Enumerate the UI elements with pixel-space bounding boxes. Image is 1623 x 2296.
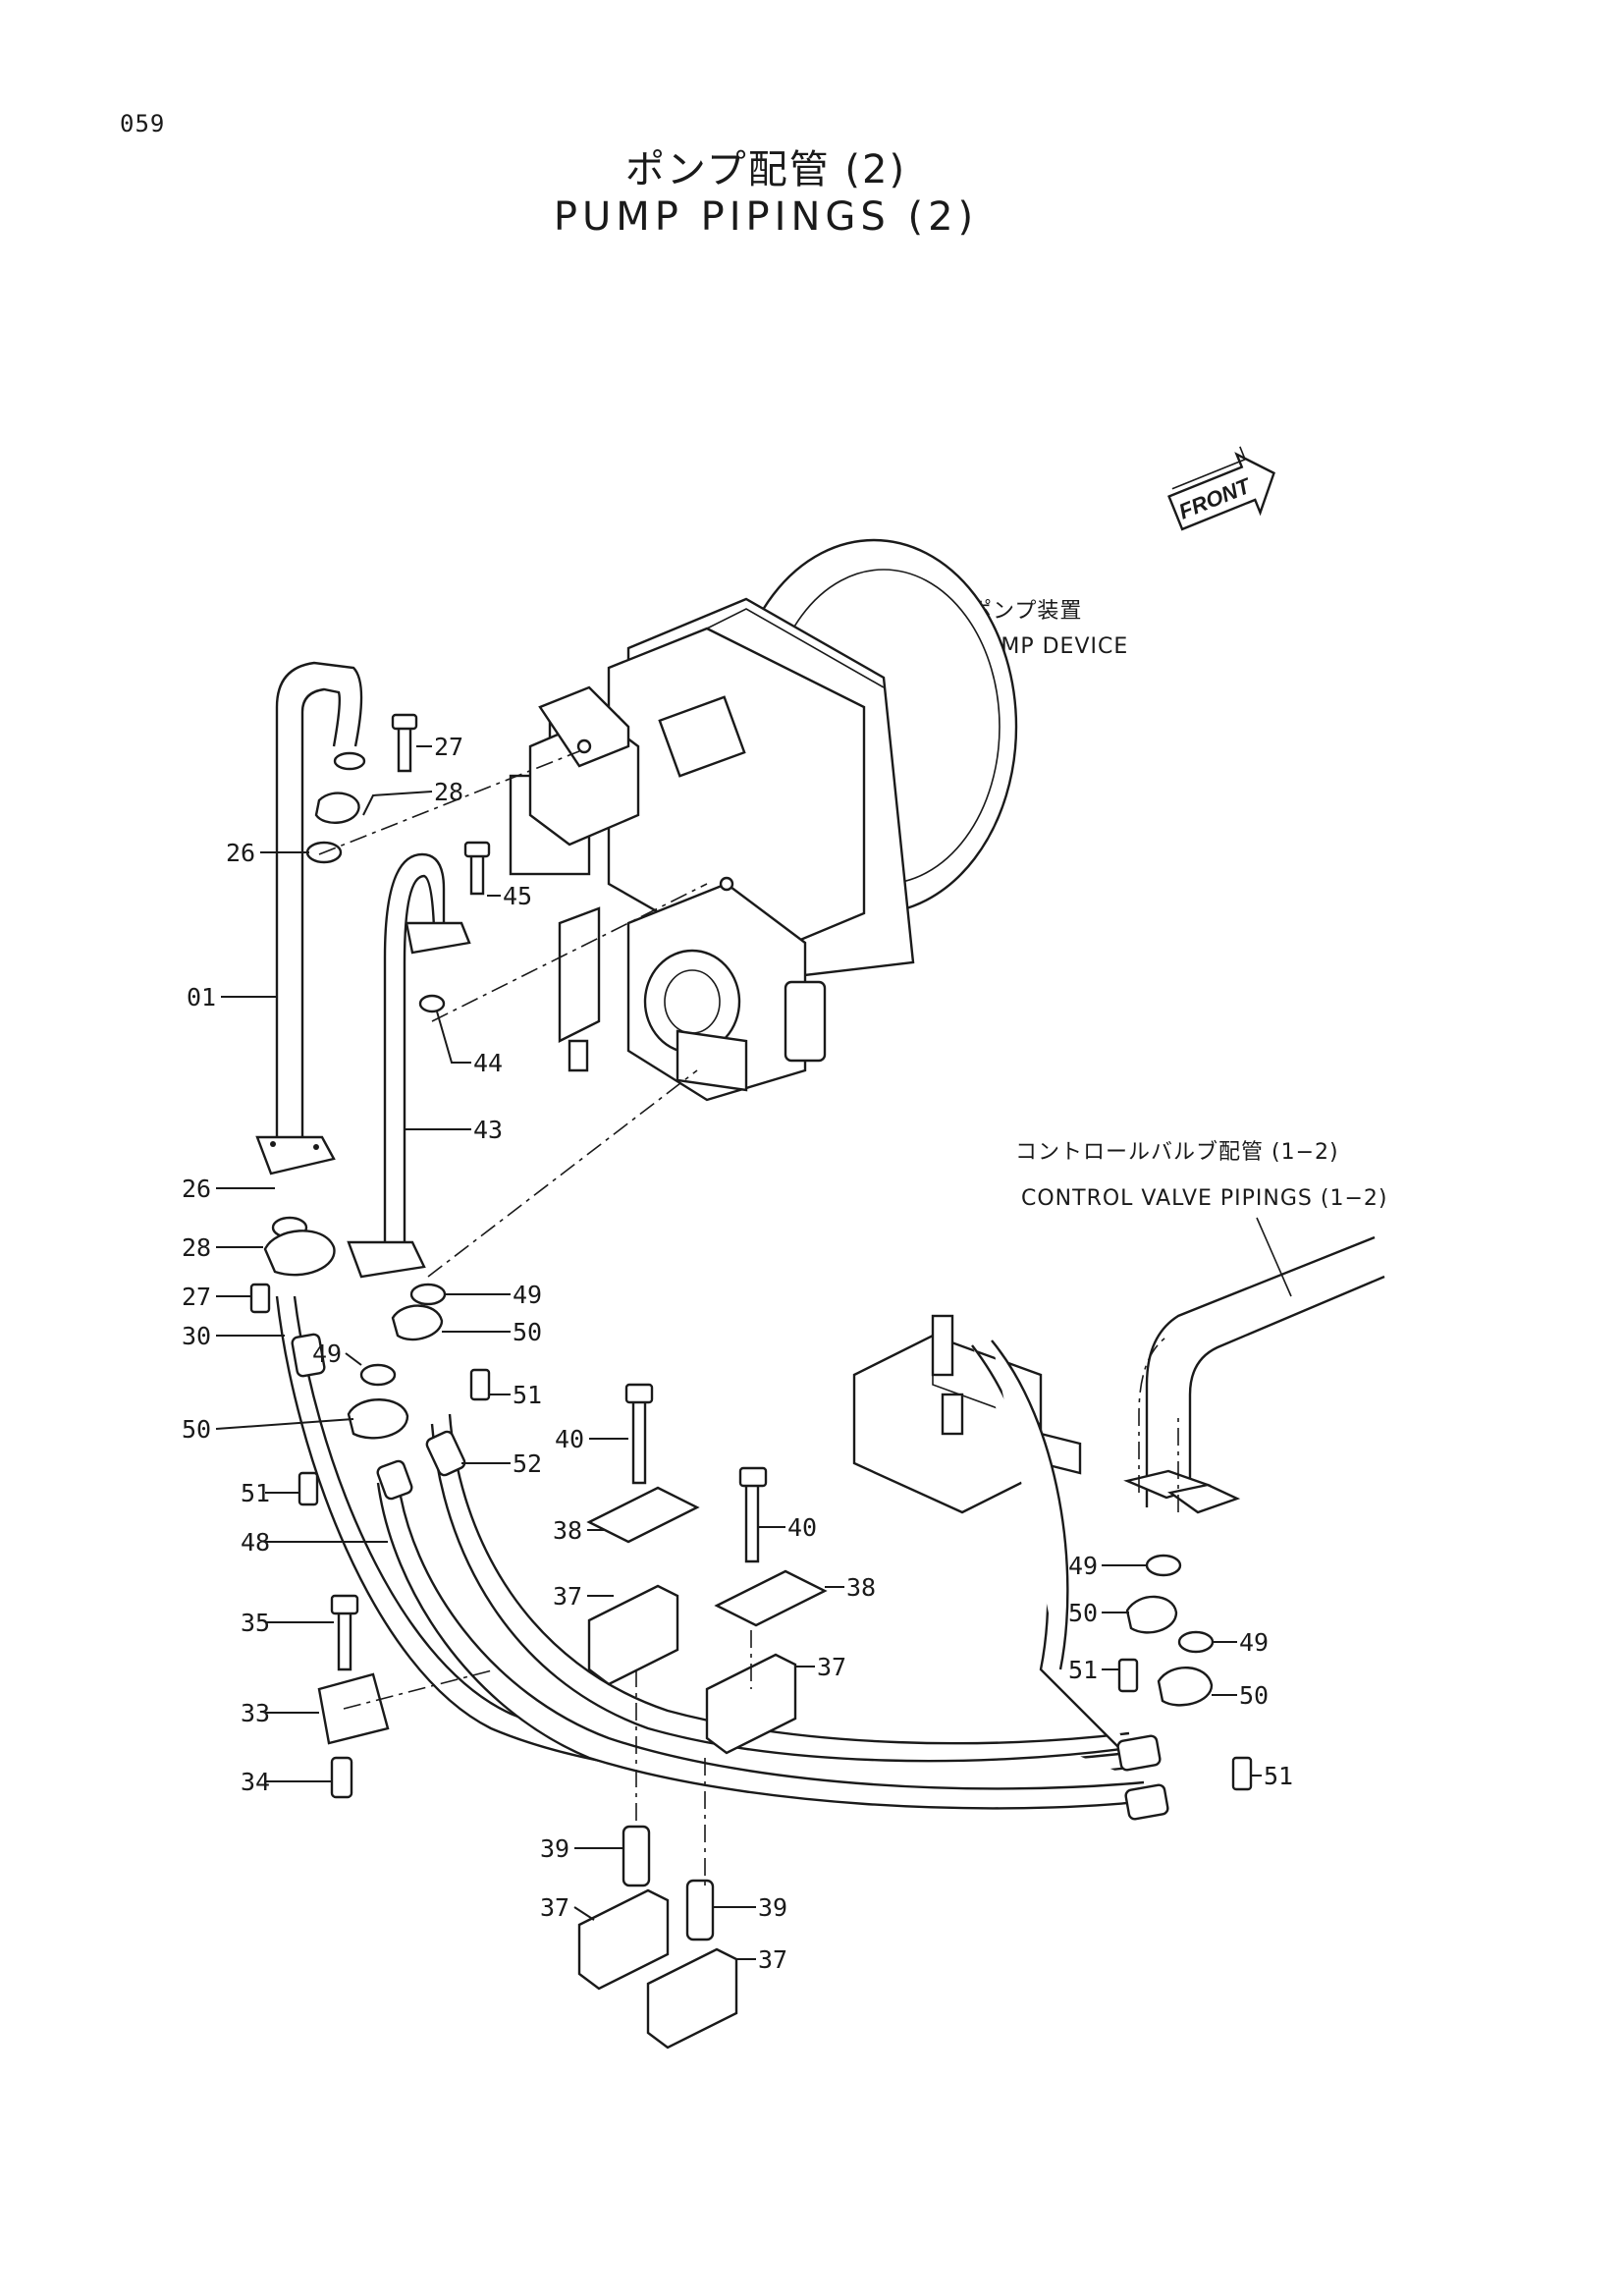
callout-34: 34 [241, 1768, 270, 1796]
callout-51-a: 51 [513, 1381, 542, 1409]
callout-49-b: 49 [312, 1339, 342, 1368]
control-valve-label-en: CONTROL VALVE PIPINGS (1−2) [1021, 1186, 1387, 1211]
clamp-28 [263, 1230, 336, 1277]
clamp-28-upper [314, 792, 360, 824]
split-flange-50-b [347, 1398, 409, 1440]
callout-39-a: 39 [540, 1834, 569, 1863]
bolts [249, 713, 1253, 1791]
callout-48: 48 [241, 1528, 270, 1557]
split-flange-50-c [1125, 1595, 1178, 1634]
center-lines [318, 750, 1292, 1886]
callout-38-b: 38 [846, 1573, 876, 1602]
callout-50-c: 50 [1068, 1599, 1098, 1627]
callout-44: 44 [473, 1049, 503, 1077]
callout-28-a: 28 [434, 778, 463, 806]
callout-30: 30 [182, 1322, 211, 1350]
o-ring-49-b [359, 1363, 397, 1387]
pipe-01 [255, 661, 366, 1175]
split-flange-50-d [1157, 1667, 1214, 1707]
callout-26-b: 26 [182, 1175, 211, 1203]
control-valve-label-jp: コントロールバルブ配管 (1−2) [1015, 1140, 1339, 1165]
callout-28-b: 28 [182, 1233, 211, 1262]
spacer-39-a [622, 1825, 651, 1887]
callout-38-a: 38 [553, 1516, 582, 1545]
callout-51-d: 51 [1264, 1762, 1293, 1790]
callout-51-c: 51 [1068, 1656, 1098, 1684]
plate-38-a [586, 1486, 700, 1544]
callout-37-c: 37 [540, 1893, 569, 1922]
callout-leaders [215, 745, 1262, 1960]
callout-35: 35 [241, 1609, 270, 1637]
o-ring-49-a [409, 1283, 447, 1306]
page-number: 059 [120, 110, 166, 137]
callout-52: 52 [513, 1449, 542, 1478]
callout-37-d: 37 [758, 1945, 787, 1974]
clamp-33 [317, 1672, 390, 1745]
callout-40-b: 40 [787, 1513, 817, 1542]
spacer-39-b [685, 1879, 715, 1941]
callout-33: 33 [241, 1699, 270, 1727]
o-ring-49-c [1145, 1554, 1182, 1577]
callout-50-b: 50 [182, 1415, 211, 1444]
spacer-34 [330, 1756, 353, 1799]
o-ring-44 [418, 994, 446, 1013]
clamp-block-37-a [587, 1584, 679, 1686]
callout-numbers: 27 28 26 45 01 44 43 26 28 49 27 30 50 4… [182, 733, 1293, 1974]
callout-40-a: 40 [555, 1425, 584, 1453]
callout-01: 01 [187, 983, 216, 1011]
flanges-and-rings [263, 792, 1215, 1707]
page-title-japanese: ポンプ配管 (2) [624, 147, 907, 192]
o-ring-49-d [1177, 1630, 1215, 1654]
callout-26-a: 26 [226, 839, 255, 867]
callout-27-b: 27 [182, 1283, 211, 1311]
control-valve-pipings [1123, 1235, 1385, 1514]
page-title-english: PUMP PIPINGS (2) [553, 194, 979, 240]
callout-50-a: 50 [513, 1318, 542, 1346]
callout-50-d: 50 [1239, 1681, 1269, 1710]
callout-49-c: 49 [1068, 1552, 1098, 1580]
pump-device [509, 538, 1018, 1102]
pipe-43 [347, 852, 471, 1279]
callout-51-b: 51 [241, 1479, 270, 1507]
front-direction-arrow-icon: FRONT [1167, 446, 1275, 531]
callout-49-d: 49 [1239, 1628, 1269, 1657]
callout-45: 45 [503, 882, 532, 910]
plate-38-b [714, 1569, 828, 1627]
callout-37-a: 37 [553, 1582, 582, 1611]
callout-27-a: 27 [434, 733, 463, 761]
split-flange-50-a [391, 1304, 444, 1341]
clamp-block-37-c [577, 1888, 670, 1991]
callout-49-a: 49 [513, 1281, 542, 1309]
clamp-plates [317, 1486, 828, 2050]
clamp-block-37-b [705, 1653, 797, 1755]
callout-43: 43 [473, 1116, 503, 1144]
clamp-block-37-d [646, 1947, 738, 2050]
callout-39-b: 39 [758, 1893, 787, 1922]
callout-37-b: 37 [817, 1653, 846, 1681]
